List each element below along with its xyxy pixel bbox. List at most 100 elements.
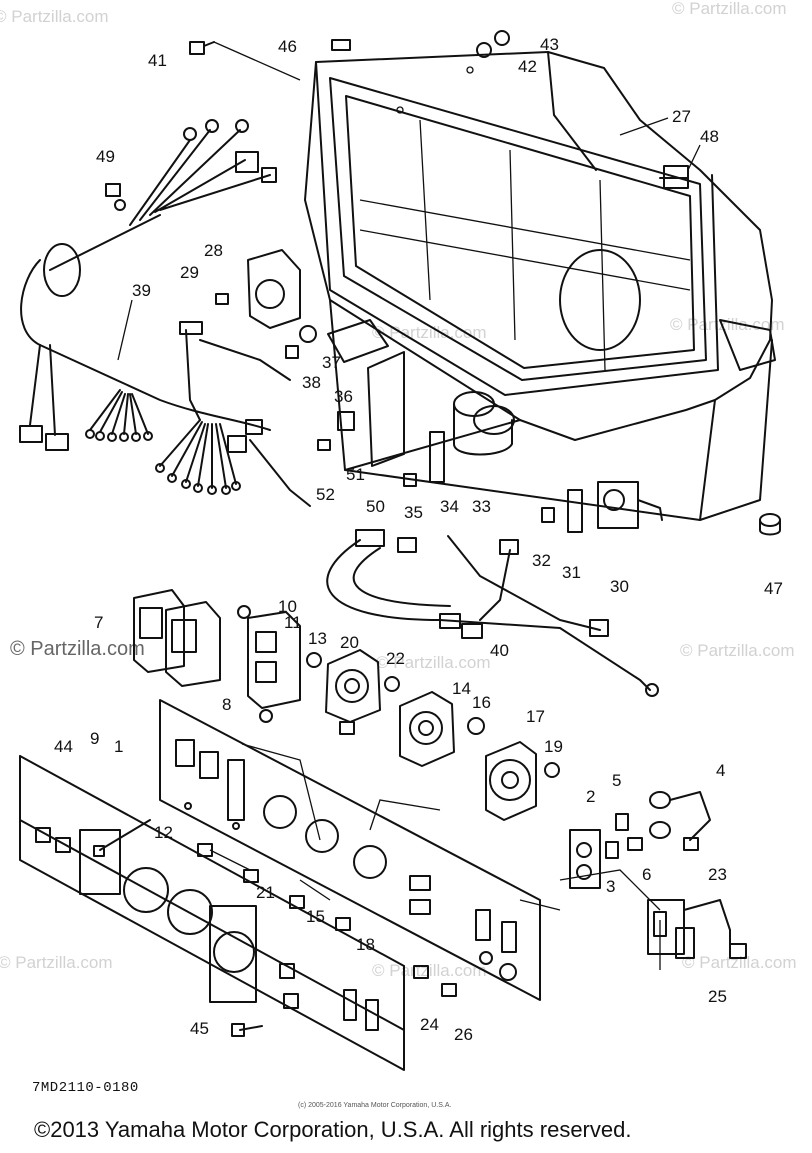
board-50 [367,351,405,467]
nut-10 [237,605,251,619]
part-label: 5 [612,771,621,790]
receptacle-14 [399,691,455,767]
part-label: 43 [540,35,559,54]
part-label: 27 [672,107,691,126]
part-3 [605,841,619,859]
plate-2 [569,829,601,889]
screw-21 [243,869,259,883]
watermark-text: © Partzilla.com [376,653,491,672]
leader-27 [619,117,669,136]
watermark-text: © Partzilla.com [682,953,797,972]
part-label: 7 [94,613,103,632]
switch-30 [597,481,663,529]
part-label: 30 [610,577,629,596]
part-label: 29 [180,263,199,282]
screw-18 [335,917,351,931]
part-label: 20 [340,633,359,652]
wire-harness-39 [19,119,311,507]
part-label: 21 [256,883,275,902]
part-labels: 41 46 43 42 27 48 49 28 29 39 37 38 36 5… [54,35,783,1044]
washer-37 [299,325,317,343]
part-label: 35 [404,503,423,522]
part-label: 23 [708,865,727,884]
part-label: 25 [708,987,727,1006]
part-label: 48 [700,127,719,146]
leader-41 [213,41,301,81]
grommet-49 [105,183,121,197]
wire-harness-40 [326,529,659,697]
control-box-housing [304,51,776,521]
part-label: 4 [716,761,725,780]
part-label: 32 [532,551,551,570]
outlet-11 [247,611,301,723]
part-label: 18 [356,935,375,954]
watermark-text: © Partzilla.com [0,7,109,26]
part-label: 28 [204,241,223,260]
diagram-code: 7MD2110-0180 [32,1080,139,1096]
part-label: 22 [386,649,405,668]
part-label: 15 [306,907,325,926]
nut-13 [306,652,322,668]
part-label: 50 [366,497,385,516]
nut-16 [467,717,485,735]
part-label: 19 [544,737,563,756]
copyright-notice: ©2013 Yamaha Motor Corporation, U.S.A. A… [34,1117,632,1142]
screw-9 [93,819,151,857]
screw-32 [541,507,555,523]
clip-48 [659,165,689,189]
part-label: 40 [490,641,509,660]
part-label: 26 [454,1025,473,1044]
part-label: 51 [346,465,365,484]
part-label: 24 [420,1015,439,1034]
part-label: 6 [642,865,651,884]
lamp-4 [649,791,711,851]
part-label: 13 [308,629,327,648]
nut-22 [384,676,400,692]
small-copyright: (c) 2005-2016 Yamaha Motor Corporation, … [298,1102,452,1109]
screw-24 [413,965,429,979]
label-plate-46 [331,39,351,51]
part-label: 52 [316,485,335,504]
screw-15 [289,895,305,909]
part-label: 36 [334,387,353,406]
part-label: 38 [302,373,321,392]
watermarks: © Partzilla.com © Partzilla.com © Partzi… [0,0,797,980]
plate-36 [327,319,389,363]
screw-52 [317,439,331,451]
nut-42 [476,42,492,58]
part-label: 10 [278,597,297,616]
part-25 [675,927,695,959]
panel-1 [159,699,541,1001]
part-label: 46 [278,37,297,56]
part-label: 45 [190,1019,209,1038]
screw-29 [215,293,229,305]
bracket-31 [567,489,583,533]
part-label: 31 [562,563,581,582]
watermark-text: © Partzilla.com [10,638,145,660]
part-5 [615,813,629,831]
part-label: 9 [90,729,99,748]
part-label: 34 [440,497,459,516]
screw-38 [285,345,299,359]
watermark-text: © Partzilla.com [670,315,785,334]
screw-45 [231,1023,263,1037]
part-label: 1 [114,737,123,756]
nut-19 [544,762,560,778]
breaker-8 [165,601,221,687]
part-label: 8 [222,695,231,714]
capacitor-28 [247,249,301,329]
switch-23 [647,899,747,959]
part-label: 37 [322,353,341,372]
part-label: 16 [472,693,491,712]
part-label: 47 [764,579,783,598]
part-label: 33 [472,497,491,516]
receptacle-17 [485,741,537,821]
watermark-text: © Partzilla.com [672,0,787,18]
breaker-7 [133,589,185,673]
bracket-34 [429,431,445,483]
part-51 [337,411,355,431]
bolt-41 [189,41,215,55]
part-label: 17 [526,707,545,726]
leader-48 [687,144,701,171]
